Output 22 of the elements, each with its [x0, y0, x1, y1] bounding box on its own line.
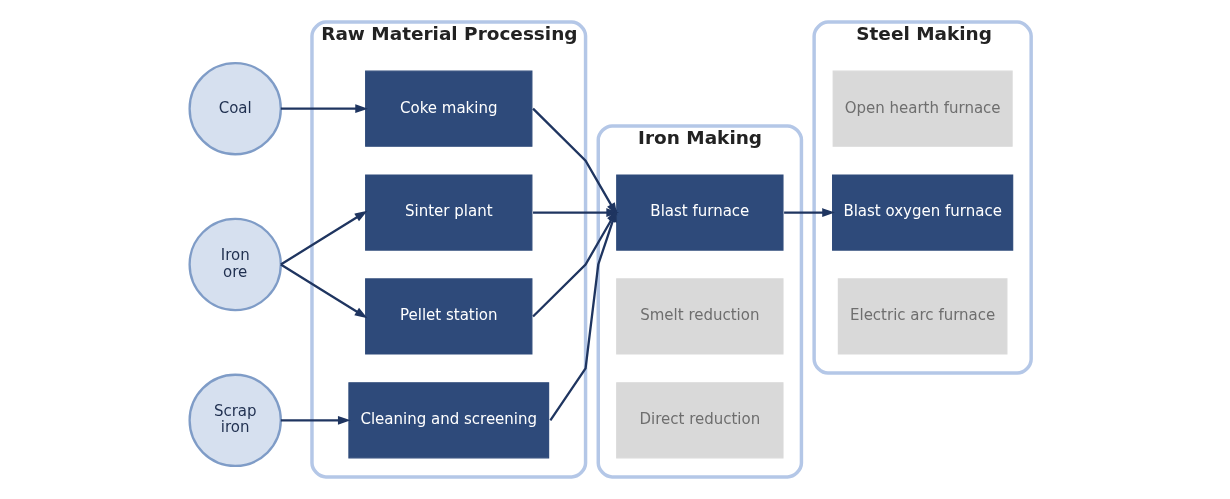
node-box: Blast furnace [616, 174, 784, 251]
node-box: Blast oxygen furnace [832, 174, 1014, 251]
arrow [280, 415, 351, 425]
node-box: Electric arc furnace [837, 278, 1008, 355]
arrow [549, 209, 617, 421]
arrow [532, 107, 618, 216]
arrow [532, 209, 618, 318]
node-box: Smelt reduction [616, 278, 784, 355]
node-circle: Scrap iron [188, 373, 282, 468]
node-circle: Coal [188, 61, 282, 156]
node-box: Sinter plant [365, 174, 533, 251]
node-box: Coke making [365, 70, 533, 147]
arrow [280, 263, 368, 319]
arrow [784, 208, 835, 217]
node-box: Pellet station [365, 278, 533, 355]
node-box: Open hearth furnace [832, 70, 1013, 147]
arrow [280, 210, 368, 266]
node-box: Cleaning and screening [348, 382, 550, 459]
arrow [280, 104, 368, 114]
node-box: Direct reduction [616, 382, 784, 459]
arrow [533, 208, 620, 217]
node-circle: Iron ore [188, 217, 282, 312]
